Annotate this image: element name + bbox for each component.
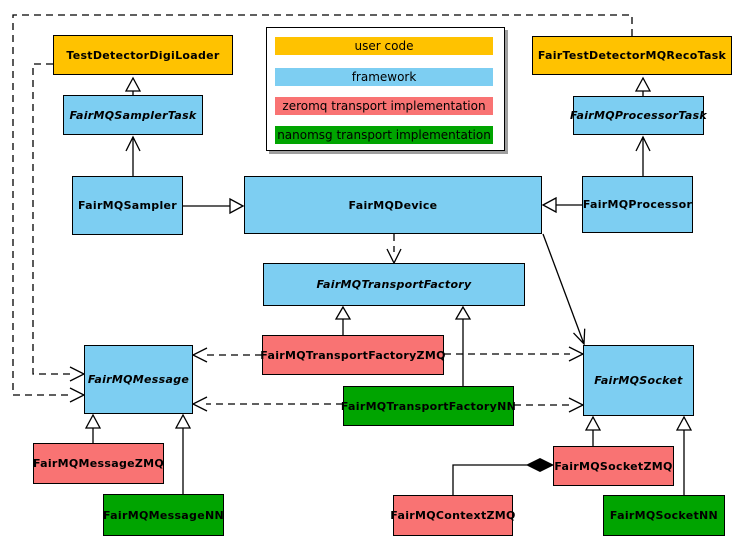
edge-processor-processortask bbox=[635, 135, 651, 176]
legend-label: nanomsg transport implementation bbox=[277, 128, 491, 142]
edge-samplertask-digiloader bbox=[124, 76, 142, 95]
edge-sampler-samplertask bbox=[125, 135, 141, 176]
node-fairmqcontextzmq: FairMQContextZMQ bbox=[390, 495, 515, 536]
node-fairtestdetectormqrecotask: FairTestDetectorMQRecoTask bbox=[532, 36, 732, 75]
node-fairmqmessage: FairMQMessage bbox=[84, 345, 193, 414]
node-fairmqsampler: FairMQSampler bbox=[72, 176, 183, 235]
edge-tfzmq-message-dashed bbox=[191, 347, 262, 363]
node-fairmqsocketnn: FairMQSocketNN bbox=[603, 495, 725, 536]
node-fairmqtransportfactoryzmq: FairMQTransportFactoryZMQ bbox=[260, 335, 445, 375]
edge-tfnn-socket-dashed bbox=[514, 397, 585, 413]
edge-tfzmq-transportfactory bbox=[334, 305, 352, 335]
edge-socketnn-socket bbox=[675, 415, 693, 495]
edge-device-transportfactory-dashed bbox=[386, 234, 402, 265]
node-fairmqdevice: FairMQDevice bbox=[244, 176, 542, 234]
legend-label: framework bbox=[351, 70, 417, 84]
edge-device-socket bbox=[542, 233, 586, 346]
node-fairmqsocketzmq: FairMQSocketZMQ bbox=[553, 446, 674, 486]
edge-tfnn-transportfactory bbox=[454, 305, 472, 386]
legend-label: user code bbox=[354, 39, 414, 53]
edge-messagenn-message bbox=[174, 413, 192, 494]
legend-item-zeromq: zeromq transport implementation bbox=[275, 97, 493, 115]
node-fairmqmessagenn: FairMQMessageNN bbox=[103, 494, 224, 536]
legend-label: zeromq transport implementation bbox=[282, 99, 486, 113]
legend-item-nanomsg: nanomsg transport implementation bbox=[275, 126, 493, 144]
node-fairmqsocket: FairMQSocket bbox=[583, 345, 694, 416]
edge-processortask-recotask bbox=[634, 76, 652, 96]
legend-item-framework: framework bbox=[275, 68, 493, 86]
node-fairmqsamplertask: FairMQSamplerTask bbox=[63, 95, 203, 135]
edge-contextzmq-socketzmq-aggregation bbox=[452, 457, 555, 495]
edge-messagezmq-message bbox=[84, 413, 102, 443]
node-fairmqprocessor: FairMQProcessor bbox=[582, 176, 693, 233]
node-fairmqmessagezmq: FairMQMessageZMQ bbox=[33, 443, 164, 484]
legend-item-user-code: user code bbox=[275, 37, 493, 55]
node-fairmqprocessortask: FairMQProcessorTask bbox=[570, 96, 707, 135]
edge-sampler-device bbox=[183, 197, 245, 215]
node-testdetectordigiloader: TestDetectorDigiLoader bbox=[53, 35, 233, 75]
legend-box: user code framework zeromq transport imp… bbox=[266, 27, 505, 151]
node-fairmqtransportfactory: FairMQTransportFactory bbox=[263, 263, 525, 306]
edge-tfnn-message-dashed bbox=[191, 396, 343, 412]
node-fairmqtransportfactorynn: FairMQTransportFactoryNN bbox=[341, 386, 516, 426]
edge-tfzmq-socket-dashed bbox=[444, 346, 585, 362]
edge-socketzmq-socket bbox=[584, 415, 602, 446]
edge-processor-device bbox=[541, 196, 582, 214]
